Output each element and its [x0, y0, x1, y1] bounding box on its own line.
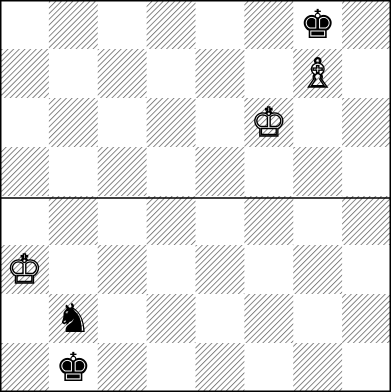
white-king-icon[interactable]: ♔ — [245, 99, 293, 147]
black-king-icon[interactable]: ♚ — [49, 344, 97, 392]
white-bishop-icon[interactable]: ♗ — [294, 50, 342, 98]
white-king-icon[interactable]: ♔ — [0, 246, 48, 294]
black-knight-icon[interactable]: ♞ — [49, 295, 97, 343]
black-king-icon[interactable]: ♚ — [294, 1, 342, 49]
